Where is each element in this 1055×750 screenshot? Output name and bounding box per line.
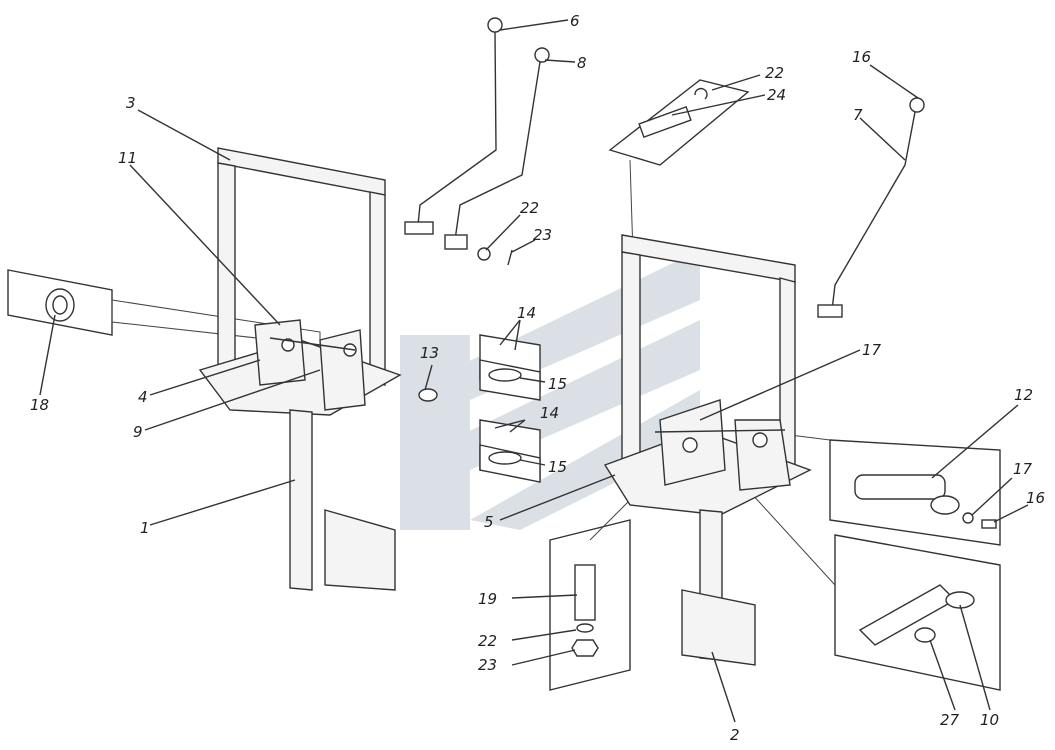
lever-8-knob <box>534 47 550 63</box>
callout-27: 27 <box>940 711 960 729</box>
callout-8: 8 <box>577 54 587 72</box>
callout-21: 19 <box>478 590 497 608</box>
callout-10: 10 <box>980 711 999 729</box>
callout-labels: 3 11 4 9 1 18 6 8 22 23 22 24 16 7 17 5 … <box>30 12 1045 744</box>
callout-15-top: 15 <box>548 375 567 393</box>
pin-10 <box>945 591 975 609</box>
washer-17 <box>962 512 974 524</box>
callout-11: 11 <box>118 149 137 167</box>
callout-23: 23 <box>478 656 497 674</box>
callout-1: 1 <box>140 519 150 537</box>
callout-9: 9 <box>133 423 143 441</box>
callout-26: 23 <box>533 226 552 244</box>
plate-15-bottom <box>488 451 522 465</box>
callout-12: 12 <box>1014 386 1033 404</box>
lever-7-knob <box>909 97 925 113</box>
bushing-20-bore <box>52 295 68 315</box>
callout-3: 3 <box>126 94 136 112</box>
right-mount-bracket <box>681 589 756 666</box>
lever-6-rod <box>417 31 497 226</box>
callout-15-bottom: 15 <box>548 458 567 476</box>
bolt-21 <box>574 564 596 621</box>
callout-14-bottom: 14 <box>540 404 559 422</box>
right-bracket-assembly <box>603 234 812 666</box>
left-frame-right-post <box>369 191 386 386</box>
lever-6-knob <box>487 17 503 33</box>
pin-26 <box>507 249 513 266</box>
callout-2: 2 <box>730 726 740 744</box>
nut-23 <box>571 639 599 657</box>
callout-7: 7 <box>853 106 863 124</box>
right-lever-hinge-b <box>734 419 791 491</box>
left-frame-top-bar <box>217 147 386 196</box>
right-pivot-hole-b <box>752 432 768 448</box>
lever-8-end <box>444 234 468 250</box>
callout-22-bottom: 22 <box>478 632 497 650</box>
callout-22-top: 22 <box>765 64 784 82</box>
lever-6-end <box>404 221 434 235</box>
right-pivot-shaft <box>654 429 786 433</box>
left-frame-left-post <box>217 162 236 371</box>
callout-24: 24 <box>767 86 786 104</box>
right-frame-left-post <box>621 251 641 471</box>
clip-22-top <box>694 87 708 100</box>
leader-lines <box>39 19 1029 723</box>
lever-8-rod <box>454 61 541 241</box>
callout-18: 16 <box>852 48 871 66</box>
callout-13: 13 <box>420 344 439 362</box>
callout-19: 17 <box>862 341 882 359</box>
lever-7-end <box>817 304 843 318</box>
bolt-16 <box>981 519 997 529</box>
left-pivot-hole <box>281 338 295 352</box>
levers <box>404 17 925 318</box>
plate-15-top <box>488 368 522 382</box>
lever-7-rod <box>831 111 916 311</box>
callout-25: 22 <box>520 199 539 217</box>
callout-16: 16 <box>1026 489 1045 507</box>
shaft-12 <box>854 474 946 500</box>
washer-22 <box>576 623 594 633</box>
left-support-leg <box>289 409 313 591</box>
small-parts <box>45 87 997 657</box>
callout-17: 17 <box>1013 460 1033 478</box>
left-mount-bracket <box>324 509 396 591</box>
pin-13 <box>418 388 438 402</box>
callout-14-top: 14 <box>517 304 536 322</box>
left-lever-hinge-a <box>254 319 306 386</box>
roller-27 <box>914 627 936 643</box>
callout-6: 6 <box>570 12 580 30</box>
right-pivot-hole <box>682 437 698 453</box>
left-lever-hinge-b <box>319 329 366 411</box>
left-pivot-shaft <box>269 337 356 351</box>
right-frame-top-bar <box>621 234 796 283</box>
shaft-12-flange <box>930 495 960 515</box>
callout-4: 4 <box>138 388 148 406</box>
inset-pointer-12 <box>789 434 831 441</box>
callout-5: 5 <box>484 513 494 531</box>
callout-20: 18 <box>30 396 49 414</box>
washer-25 <box>477 247 491 261</box>
inset-frames <box>7 79 1001 691</box>
